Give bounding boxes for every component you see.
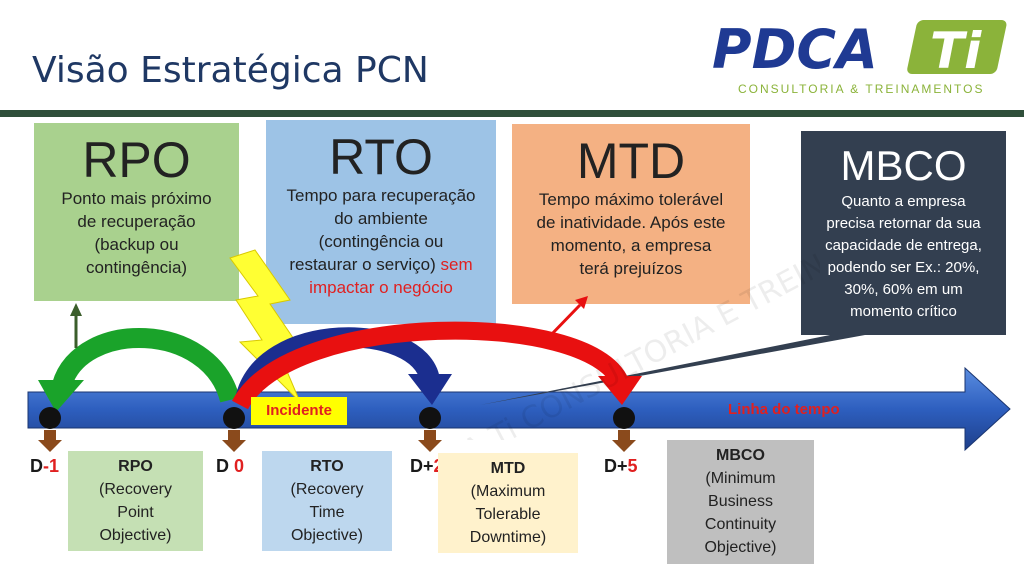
mtd-pointer-arrowhead — [575, 296, 588, 309]
mbco-line: precisa retornar da sua — [826, 215, 981, 232]
day-number: 0 — [234, 456, 245, 476]
mbco-description: Quanto a empresa precisa retornar da sua… — [801, 191, 1006, 323]
definition-title: MTD — [490, 460, 526, 477]
definition-line: (Recovery — [290, 481, 364, 498]
day-prefix: D+ — [410, 456, 434, 476]
definition-title: RTO — [310, 458, 344, 475]
rpo-title: RPO — [82, 132, 191, 188]
mtd-line: de inatividade. Após este — [536, 213, 726, 232]
rto-arrowhead — [408, 374, 452, 405]
mtd-arrowhead — [598, 376, 642, 405]
definition-line: Objective) — [290, 527, 364, 544]
header-divider — [0, 110, 1024, 117]
mbco-line: 30%, 60% em um — [844, 281, 963, 298]
rpo-description: Ponto mais próximo de recuperação (backu… — [34, 187, 239, 279]
mtd-description: Tempo máximo tolerável de inatividade. A… — [512, 188, 750, 280]
day-prefix: D — [30, 456, 43, 476]
rto-line: (contingência ou — [318, 232, 444, 251]
definition-line: Point — [117, 504, 154, 521]
definition-line: Time — [309, 504, 345, 521]
day-label: D 0 — [216, 456, 244, 477]
mbco-pointer — [480, 335, 865, 405]
timeline-label: Linha do tempo — [728, 401, 840, 418]
logo-text-right: Ti — [930, 22, 982, 78]
mtd-box: MTD Tempo máximo tolerável de inatividad… — [512, 124, 750, 304]
rto-line: Tempo para recuperação — [286, 186, 476, 205]
rpo-line: Ponto mais próximo — [61, 189, 212, 208]
rpo-arrowhead — [38, 380, 84, 412]
rpo-line: contingência) — [85, 258, 188, 277]
page-title: Visão Estratégica PCN — [32, 50, 429, 91]
definition-line: Objective) — [99, 527, 172, 544]
rto-description: Tempo para recuperação do ambiente (cont… — [266, 184, 496, 299]
day-prefix: D+ — [604, 456, 628, 476]
mbco-box: MBCO Quanto a empresa precisa retornar d… — [801, 131, 1006, 335]
rto-highlight: sem — [440, 255, 473, 274]
definition-line: Tolerable — [475, 506, 541, 523]
definition-line: (Recovery — [99, 481, 172, 498]
mtd-title: MTD — [576, 133, 686, 189]
rpo-box: RPO Ponto mais próximo de recuperação (b… — [34, 123, 239, 301]
definition-line: (Minimum — [705, 470, 776, 487]
day-label: D-1 — [30, 456, 59, 477]
mbco-title: MBCO — [840, 142, 967, 189]
rto-title: RTO — [329, 129, 433, 185]
mbco-definition-box: MBCO (Minimum Business Continuity Object… — [667, 440, 814, 564]
marker-d2 — [418, 407, 442, 452]
rpo-definition-box: RPO (Recovery Point Objective) — [68, 451, 203, 551]
day-prefix: D — [216, 456, 234, 476]
rto-highlight: impactar o negócio — [309, 278, 453, 297]
mbco-line: podendo ser Ex.: 20%, — [827, 259, 980, 276]
definition-line: Downtime) — [469, 529, 547, 546]
definition-line: Continuity — [704, 516, 777, 533]
mtd-definition-box: MTD (Maximum Tolerable Downtime) — [438, 453, 578, 553]
rpo-arc-arrow — [52, 327, 240, 404]
mbco-line: capacidade de entrega, — [825, 237, 982, 254]
logo-badge — [907, 20, 1007, 74]
mtd-line: terá prejuízos — [579, 259, 683, 278]
definition-title: RPO — [118, 458, 153, 475]
definition-line: Objective) — [704, 539, 777, 556]
mtd-line: momento, a empresa — [550, 236, 712, 255]
definition-line: Business — [708, 493, 773, 510]
mtd-line: Tempo máximo tolerável — [538, 190, 724, 209]
mtd-pointer-line — [546, 303, 582, 340]
day-number: -1 — [43, 456, 60, 476]
marker-d0 — [222, 407, 246, 452]
pdca-ti-logo: PDCA Ti — [712, 18, 1007, 78]
mtd-arc-arrow — [232, 321, 629, 410]
rpo-line: (backup ou — [94, 235, 179, 254]
timeline-bar — [27, 366, 1011, 452]
rto-line-text: restaurar o serviço) — [289, 255, 436, 274]
rpo-line: de recuperação — [77, 212, 196, 231]
logo-subtitle: CONSULTORIA & TREINAMENTOS — [738, 82, 985, 96]
rto-line: do ambiente — [334, 209, 428, 228]
definition-title: MBCO — [716, 447, 765, 464]
marker-d-1 — [38, 407, 62, 452]
logo-text-left: PDCA — [712, 18, 878, 78]
incident-label: Incidente — [251, 397, 347, 425]
rpo-up-arrowhead — [70, 303, 82, 316]
rto-box: RTO Tempo para recuperação do ambiente (… — [266, 120, 496, 324]
mbco-line: momento crítico — [850, 303, 957, 320]
definition-line: (Maximum — [470, 483, 546, 500]
marker-d5 — [612, 407, 636, 452]
rto-definition-box: RTO (Recovery Time Objective) — [262, 451, 392, 551]
rto-line: restaurar o serviço) sem — [276, 253, 486, 276]
day-label: D+5 — [604, 456, 638, 477]
mbco-line: Quanto a empresa — [841, 193, 966, 210]
day-number: 5 — [627, 456, 638, 476]
